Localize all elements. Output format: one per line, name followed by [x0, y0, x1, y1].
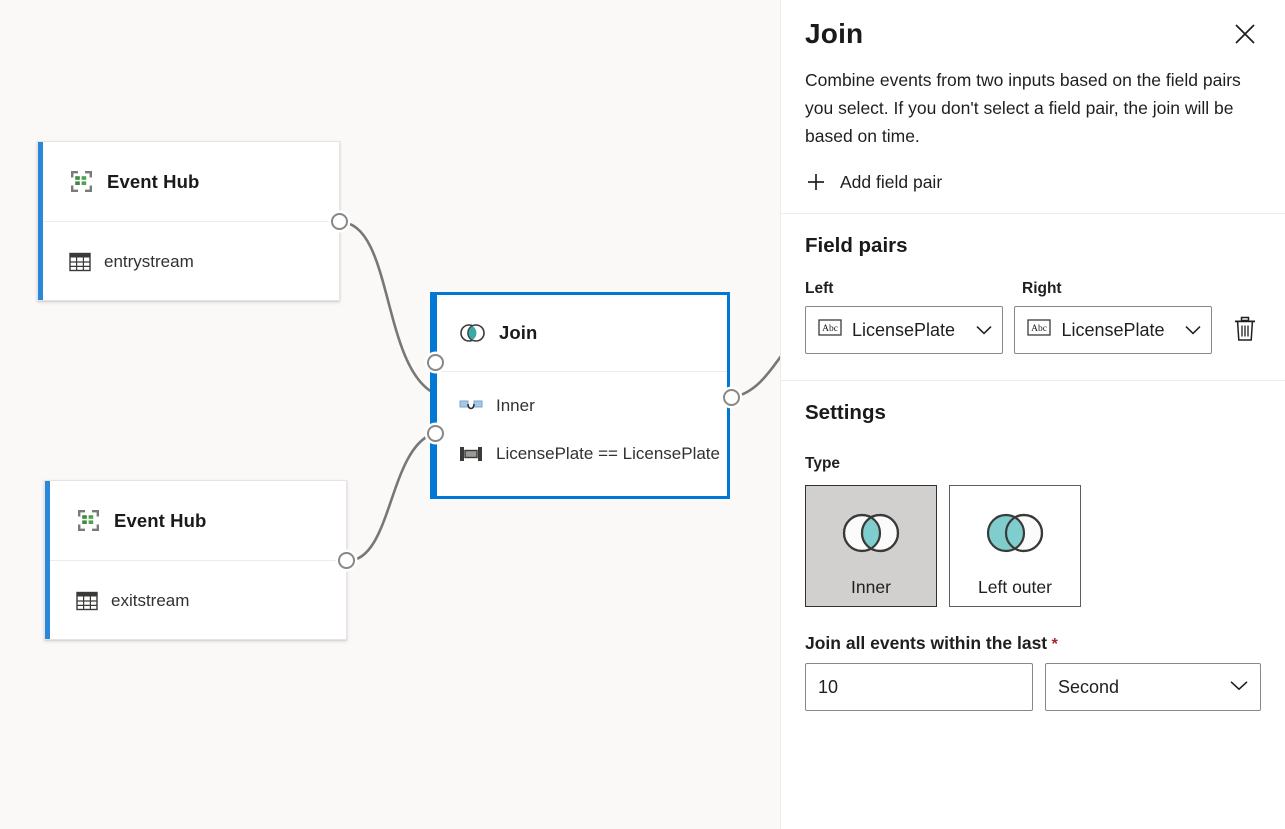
field-pairs-title: Field pairs [805, 234, 908, 257]
svg-text:Abc: Abc [822, 324, 838, 334]
svg-text:Abc: Abc [1032, 324, 1048, 334]
table-icon [76, 590, 98, 612]
left-field-value: LicensePlate [852, 319, 956, 340]
node-title: Event Hub [107, 170, 200, 192]
abc-string-icon: Abc [1027, 319, 1052, 341]
join-type-option-left-outer[interactable]: Left outer [949, 485, 1081, 607]
duration-unit-dropdown[interactable]: Second [1045, 663, 1261, 711]
join-condition-value: LicensePlate == LicensePlate [496, 444, 720, 463]
node-accent-bar [433, 295, 437, 496]
right-field-value: LicensePlate [1061, 319, 1165, 340]
node-stream-row[interactable]: exitstream [45, 560, 346, 640]
node-header: Event Hub [38, 142, 339, 221]
join-venn-icon [459, 322, 486, 344]
node-accent-bar [38, 142, 43, 300]
duration-inputs: Second [805, 663, 1261, 711]
node-body: Inner LicensePlate == LicensePlate [433, 371, 727, 496]
join-type-options: Inner Left outer [805, 485, 1261, 607]
join-type-icon [459, 397, 483, 415]
add-field-pair-button[interactable]: Add field pair [805, 162, 942, 202]
table-icon [69, 251, 91, 273]
venn-inner-icon [835, 510, 907, 561]
panel-description: Combine events from two inputs based on … [805, 70, 1241, 146]
port-output-entrystream[interactable] [331, 213, 348, 230]
type-label: Type [805, 455, 841, 472]
node-stream-name: exitstream [111, 590, 190, 610]
duration-label: Join all events within the last [805, 633, 1048, 653]
node-stream-row[interactable]: entrystream [38, 221, 339, 301]
duration-label-wrap: Join all events within the last * [805, 633, 1261, 654]
event-hub-icon [76, 508, 101, 533]
close-icon[interactable] [1223, 12, 1267, 56]
join-properties-panel: Join Combine events from two inputs base… [780, 0, 1285, 829]
field-pairs-section: Field pairs Left Right Abc LicensePlate [781, 214, 1285, 354]
join-condition-row: LicensePlate == LicensePlate [433, 430, 727, 478]
delete-field-pair-button[interactable] [1228, 310, 1261, 350]
settings-title: Settings [805, 401, 886, 424]
abc-string-icon: Abc [818, 319, 842, 341]
edge-exitstream-to-join [346, 432, 433, 563]
divider [781, 380, 1285, 381]
node-join[interactable]: Join Inner [430, 292, 730, 499]
node-accent-bar [45, 481, 50, 639]
left-field-dropdown[interactable]: Abc LicensePlate [805, 306, 1003, 354]
node-title: Join [499, 322, 538, 343]
join-type-row: Inner [433, 382, 727, 430]
node-event-hub-exitstream[interactable]: Event Hub exitstream [44, 480, 347, 640]
join-type-value: Inner [496, 396, 535, 415]
panel-header: Join [781, 0, 1285, 50]
node-header: Join [433, 295, 727, 371]
field-pairs-column-headers: Left Right [805, 280, 1261, 298]
duration-field-group: Join all events within the last * Second [805, 633, 1261, 711]
chevron-down-icon [1230, 678, 1248, 696]
port-input-left-join[interactable] [427, 354, 444, 371]
edge-join-output [730, 355, 780, 400]
port-output-exitstream[interactable] [338, 552, 355, 569]
port-input-right-join[interactable] [427, 425, 444, 442]
add-field-pair-label: Add field pair [840, 171, 943, 192]
right-field-dropdown[interactable]: Abc LicensePlate [1014, 306, 1213, 354]
chevron-down-icon [976, 325, 992, 335]
left-column-label: Left [805, 280, 834, 297]
join-type-label: Left outer [978, 577, 1052, 597]
required-marker: * [1051, 636, 1058, 653]
duration-value-input[interactable] [805, 663, 1033, 711]
node-title: Event Hub [114, 509, 207, 531]
join-type-label: Inner [851, 577, 891, 597]
plus-icon [805, 171, 827, 193]
duration-unit-value: Second [1058, 676, 1120, 697]
field-pair-row: Abc LicensePlate Abc [805, 306, 1261, 354]
settings-section: Settings Type Inner [781, 381, 1285, 711]
node-event-hub-entrystream[interactable]: Event Hub entrystream [37, 141, 340, 301]
event-hub-icon [69, 169, 94, 194]
divider [781, 213, 1285, 214]
join-type-option-inner[interactable]: Inner [805, 485, 937, 607]
chevron-down-icon [1185, 325, 1201, 335]
edge-entrystream-to-join [339, 220, 433, 394]
trash-icon [1233, 316, 1257, 345]
condition-icon [459, 445, 483, 463]
panel-title: Join [805, 18, 864, 49]
node-stream-name: entrystream [104, 251, 194, 271]
venn-left-outer-icon [979, 510, 1051, 561]
node-header: Event Hub [45, 481, 346, 560]
flow-canvas[interactable]: Event Hub entrystream [0, 0, 780, 829]
right-column-label: Right [1022, 280, 1062, 297]
port-output-join[interactable] [723, 389, 740, 406]
